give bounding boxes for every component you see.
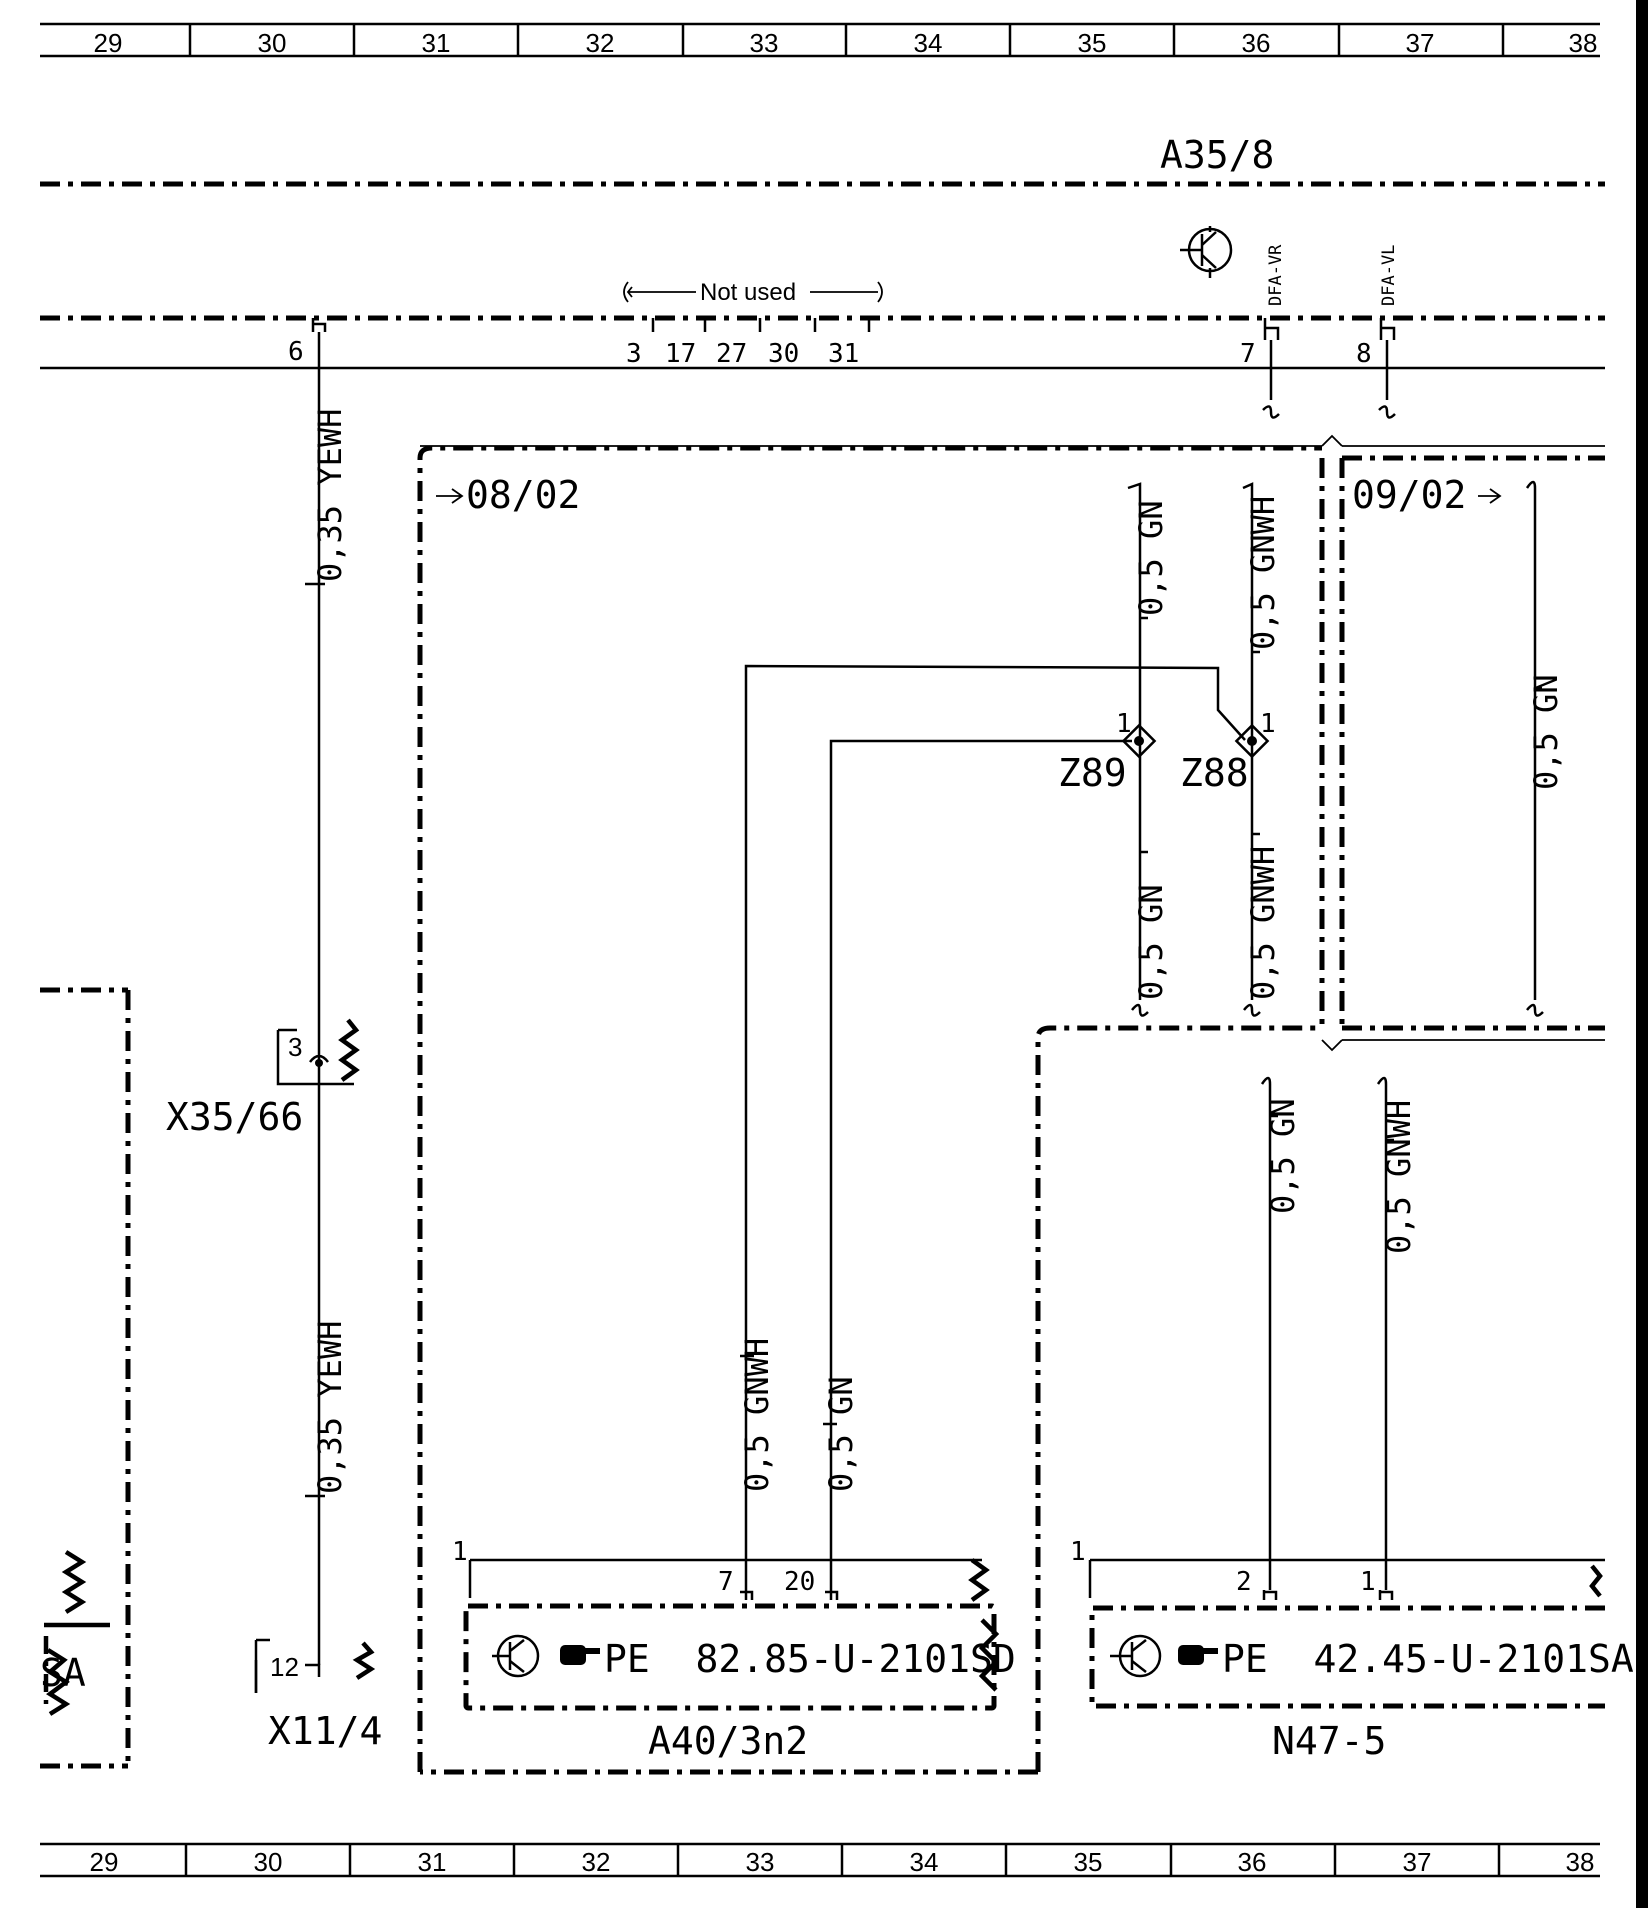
signal-dfa-vr: DFA-VR	[1266, 244, 1286, 306]
pin-30: 30	[768, 339, 799, 369]
wire-label-gn-z89-top: 0,5 GN	[1132, 500, 1170, 616]
ref-09-02: 09/02	[1352, 473, 1466, 517]
a40-pin-1: 1	[452, 1537, 468, 1567]
grid-col-31: 31	[422, 28, 451, 58]
wiring-z89-z88: 0,5 GN 0,5 GN 0,5 GNWH 0,5 GNWH 1 Z89 1 …	[744, 482, 1282, 1580]
splice-z89	[1121, 723, 1157, 759]
a35-8-pin-stubs	[311, 318, 1396, 340]
wire-label-gn-a40: 0,5 GN	[822, 1376, 860, 1492]
grid-col-30-bottom: 30	[254, 1847, 283, 1877]
n47-pin-1b: 1	[1360, 1567, 1376, 1597]
bottom-grid-ruler: 29 30 31 32 33 34 35 36 37 38	[40, 1842, 1600, 1878]
pin-27: 27	[716, 339, 747, 369]
wire-label-yewh-bottom: 0,35 YEWH	[311, 1321, 349, 1494]
grid-col-33: 33	[750, 28, 779, 58]
n47-pin-1: 1	[1070, 1537, 1086, 1567]
n47-pointing-hand-icon	[1178, 1645, 1218, 1665]
splice-z88	[1234, 723, 1270, 759]
module-a35-8-label: A35/8	[1160, 133, 1274, 177]
box-09-02: 09/02 0,5 GN	[1339, 445, 1605, 1041]
n47-pe-ref: PE 42.45-U-2101SA	[1222, 1637, 1634, 1681]
wire-label-gnwh-z88-top: 0,5 GNWH	[1244, 496, 1282, 650]
connector-x35-66: 3 X35/66	[166, 1018, 360, 1139]
transistor-icon	[1180, 226, 1233, 278]
module-n47-5-label: N47-5	[1272, 1719, 1386, 1763]
wire-label-yewh-top: 0,35 YEWH	[311, 409, 349, 582]
wire-label-gnwh-a40: 0,5 GNWH	[738, 1338, 776, 1492]
grid-col-36: 36	[1242, 28, 1271, 58]
splice-z88-pin: 1	[1260, 709, 1276, 739]
n47-feed-wires: 0,5 GN 0,5 GNWH	[1260, 1076, 1418, 1590]
not-used-bracket: Not used	[623, 279, 883, 306]
pin-3: 3	[626, 339, 642, 369]
left-module-fragment: SA	[40, 987, 131, 1769]
connector-x35-66-pin: 3	[288, 1032, 302, 1062]
a40-pin-7: 7	[718, 1567, 734, 1597]
grid-col-38-bottom: 38	[1566, 1847, 1595, 1877]
n47-pin-2: 2	[1236, 1567, 1252, 1597]
module-n47-5: 1 2 1 PE 42.45-U-2101SA N47-5	[1070, 1537, 1634, 1763]
a40-pointing-hand-icon	[560, 1645, 600, 1665]
grid-col-35-bottom: 35	[1074, 1847, 1103, 1877]
connector-x11-4-pin: 12	[270, 1652, 299, 1682]
box-08-02: 08/02	[417, 434, 1343, 1775]
grid-col-37-bottom: 37	[1403, 1847, 1432, 1877]
wire-label-gn-z89-bot: 0,5 GN	[1132, 884, 1170, 1000]
grid-col-29: 29	[94, 28, 123, 58]
pin-6: 6	[288, 337, 304, 367]
top-grid-ruler: 29 30 31 32 33 34 35 36 37 38	[40, 22, 1600, 58]
grid-col-29-bottom: 29	[90, 1847, 119, 1877]
connector-x11-4-label: X11/4	[268, 1709, 382, 1753]
a40-feed-wires: 0,5 GNWH 0,5 GN	[738, 1338, 860, 1492]
n47-transistor-icon	[1110, 1634, 1162, 1678]
grid-col-36-bottom: 36	[1238, 1847, 1267, 1877]
pin-17: 17	[665, 339, 696, 369]
wire-label-gnwh-n47: 0,5 GNWH	[1380, 1100, 1418, 1254]
module-a40-3n2-label: A40/3n2	[648, 1719, 808, 1763]
pin-7: 7	[1240, 339, 1256, 369]
module-a35-8: A35/8 DFA-VR DFA-VL Not used	[40, 133, 1605, 369]
grid-col-34-bottom: 34	[910, 1847, 939, 1877]
pin-31: 31	[828, 339, 859, 369]
grid-col-32: 32	[586, 28, 615, 58]
grid-col-37: 37	[1406, 28, 1435, 58]
splice-z89-pin: 1	[1116, 709, 1132, 739]
grid-col-33-bottom: 33	[746, 1847, 775, 1877]
wire-label-gn-right: 0,5 GN	[1527, 674, 1565, 790]
grid-col-32-bottom: 32	[582, 1847, 611, 1877]
wire-yewh: 0,35 YEWH 0,35 YEWH	[305, 332, 349, 1665]
pin-8: 8	[1356, 339, 1372, 369]
splice-z89-label: Z89	[1058, 751, 1127, 795]
wire-label-gnwh-z88-bot: 0,5 GNWH	[1244, 846, 1282, 1000]
connector-x11-4: 12 X11/4	[254, 1638, 382, 1753]
ref-08-02: 08/02	[466, 473, 580, 517]
module-a40-3n2: 1 7 20 PE 82.85-U-2101SD A40/3n2	[452, 1537, 1016, 1763]
grid-col-35: 35	[1078, 28, 1107, 58]
page-edge-bar	[1636, 0, 1648, 1908]
left-module-code: SA	[40, 1651, 86, 1695]
connector-x35-66-label: X35/66	[166, 1095, 303, 1139]
grid-col-38: 38	[1569, 28, 1598, 58]
splice-z88-label: Z88	[1180, 751, 1249, 795]
grid-col-31-bottom: 31	[418, 1847, 447, 1877]
wire-breaks-top	[1262, 340, 1396, 419]
a40-transistor-icon	[492, 1634, 540, 1678]
wire-label-gn-n47: 0,5 GN	[1264, 1098, 1302, 1214]
signal-dfa-vl: DFA-VL	[1379, 245, 1399, 306]
grid-col-34: 34	[914, 28, 943, 58]
grid-col-30: 30	[258, 28, 287, 58]
not-used-label: Not used	[700, 279, 796, 306]
a40-pin-20: 20	[784, 1567, 815, 1597]
a40-pe-ref: PE 82.85-U-2101SD	[604, 1637, 1016, 1681]
